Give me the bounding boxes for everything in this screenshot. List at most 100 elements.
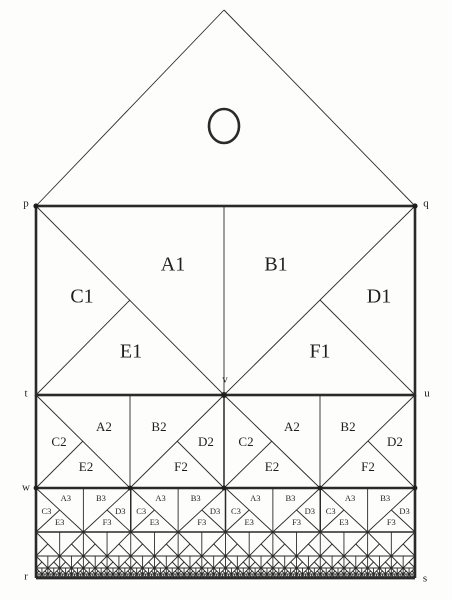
fine-diag: [305, 570, 309, 575]
corner-label-r: r: [24, 571, 28, 583]
fine-diag: [163, 570, 167, 575]
label-f1: F1: [309, 341, 330, 363]
corner-label-p: p: [23, 198, 29, 210]
label-d3: D3: [210, 506, 220, 516]
fine-diag: [225, 561, 232, 569]
fine-diag: [103, 570, 108, 575]
fine-diag: [316, 570, 321, 575]
label-e2-right: E2: [265, 459, 279, 474]
fine-diag: [390, 561, 398, 569]
level-2-labels-right: A2 B2 C2 D2 E2 F2: [238, 419, 403, 474]
corner-label-v: v: [222, 374, 228, 386]
label-c3: C3: [136, 506, 146, 516]
label-e3: E3: [150, 517, 159, 527]
fine-diag: [319, 570, 324, 575]
fine-diag: [80, 570, 84, 575]
fine-diag: [222, 570, 226, 575]
label-e3: E3: [244, 517, 253, 527]
fine-diag: [118, 570, 123, 575]
level-1-labels: A1 B1 C1 D1 E1 F1: [70, 254, 391, 363]
fine-diag: [154, 561, 161, 569]
roof-right-edge: [223, 9, 416, 207]
level-3-diag: [319, 509, 345, 533]
label-c2-right: C2: [238, 434, 253, 449]
fine-diag: [35, 543, 49, 557]
fine-diag: [154, 570, 158, 575]
label-c3: C3: [231, 506, 241, 516]
fine-diag: [186, 570, 191, 575]
fine-diag: [53, 561, 61, 569]
label-c3: C3: [326, 506, 336, 516]
fine-diag: [198, 570, 203, 575]
level-1-diag-right: [223, 205, 416, 396]
label-c1: C1: [70, 286, 93, 308]
fine-diag: [269, 570, 274, 575]
level-2-diag: [223, 440, 273, 489]
fine-diag: [340, 570, 345, 575]
fine-diag: [142, 570, 146, 575]
fine-diag: [248, 570, 253, 575]
fine-diag: [83, 561, 90, 569]
fine-diag: [106, 561, 114, 569]
level-1-e-edge: [35, 299, 131, 396]
corner-label-s: s: [423, 573, 427, 585]
fine-diag: [91, 570, 96, 575]
fine-diag: [151, 570, 155, 575]
fine-diag: [130, 561, 137, 569]
label-a3: A3: [155, 493, 165, 503]
fine-diag: [296, 570, 300, 575]
fine-diag: [59, 561, 66, 569]
fine-diag: [165, 543, 179, 557]
fine-diag: [83, 570, 87, 575]
finer-levels: [35, 531, 416, 580]
fine-diag: [174, 570, 179, 575]
fine-diag: [94, 570, 99, 575]
fine-diag: [248, 561, 256, 569]
fine-diag: [390, 570, 395, 575]
label-d2-right: D2: [387, 434, 403, 449]
fine-diag: [83, 543, 96, 557]
label-d3: D3: [305, 506, 315, 516]
fine-diag: [266, 561, 274, 569]
label-f3: F3: [292, 517, 301, 527]
fine-diag: [367, 543, 380, 557]
vertex-v-dot: [221, 392, 227, 398]
corner-label-t: t: [24, 388, 27, 400]
fine-diag: [115, 570, 120, 575]
fine-diag: [355, 570, 360, 575]
vertex-dot: [127, 485, 133, 491]
fine-diag: [352, 570, 357, 575]
fine-diag: [127, 570, 132, 575]
label-d3: D3: [115, 506, 125, 516]
roof: [35, 9, 416, 207]
fine-diag: [272, 570, 277, 575]
label-b2-left: B2: [151, 419, 166, 434]
fine-diag: [257, 570, 262, 575]
label-a3: A3: [61, 493, 71, 503]
fine-diag: [388, 570, 392, 575]
fine-diag: [130, 570, 135, 575]
fine-diag: [328, 570, 333, 575]
level-2: [34, 394, 417, 490]
fine-diag: [219, 561, 226, 569]
fine-diag: [71, 543, 84, 557]
label-f2-right: F2: [361, 459, 375, 474]
corner-label-u: u: [424, 388, 430, 400]
corner-label-w: w: [22, 482, 30, 494]
fine-diag: [77, 561, 84, 569]
label-b2-right: B2: [340, 419, 355, 434]
fine-diag: [281, 570, 286, 575]
level-3-diag: [391, 509, 416, 533]
label-e3: E3: [339, 517, 348, 527]
level-2-diag: [319, 394, 416, 489]
fine-diag: [355, 543, 368, 557]
fine-diag: [148, 561, 155, 569]
vertex-dot: [33, 485, 39, 491]
fine-diag: [177, 570, 182, 575]
fine-diag: [272, 543, 286, 557]
fine-diag: [59, 570, 63, 575]
fine-diag: [402, 543, 416, 557]
vertex-p-dot: [33, 203, 39, 209]
